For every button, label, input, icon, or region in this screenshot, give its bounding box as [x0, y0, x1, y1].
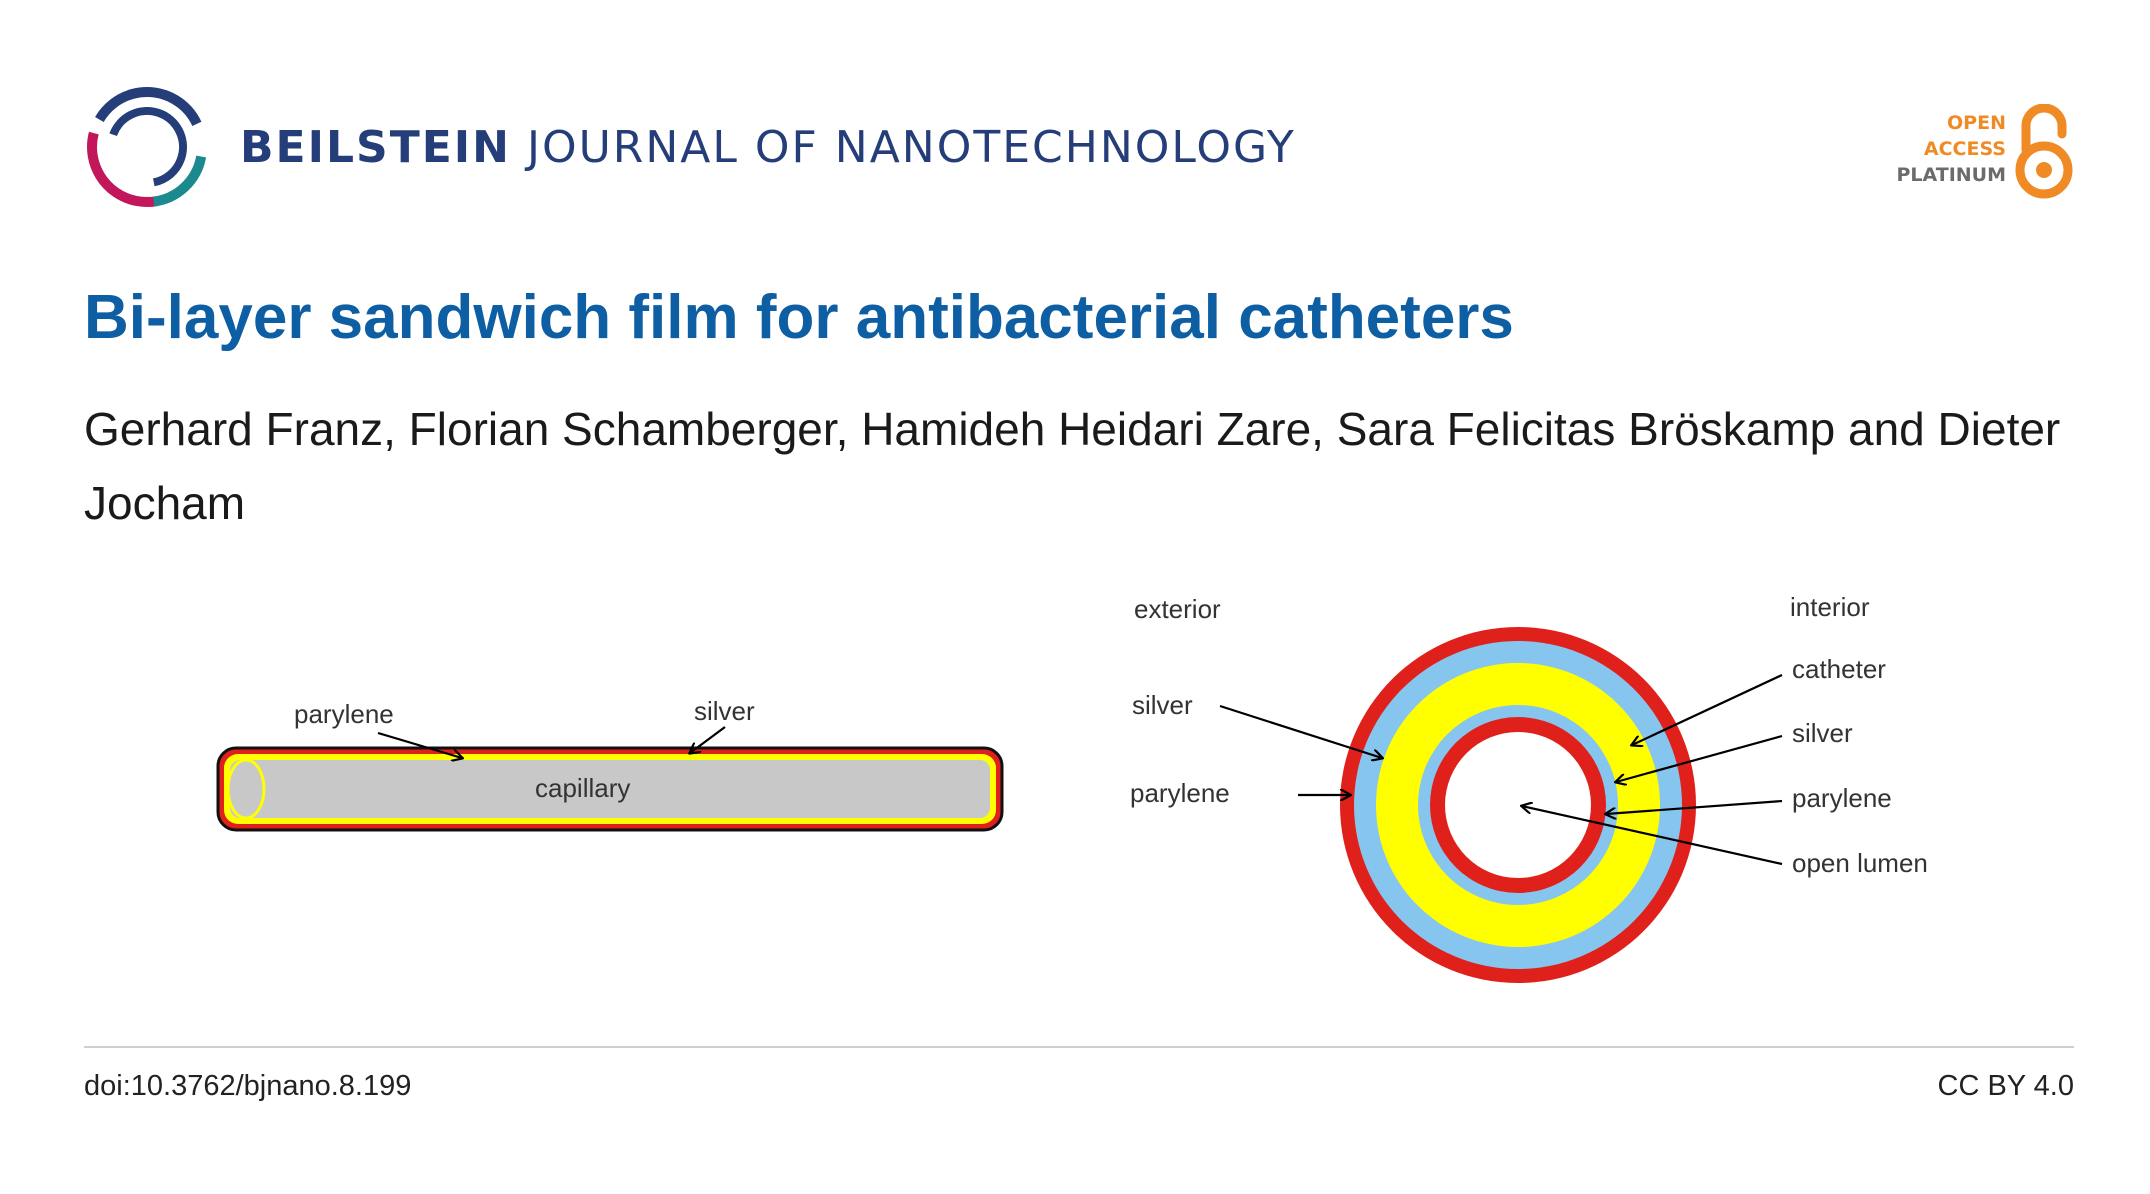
parylene-right-arrow: [1606, 799, 1783, 814]
graphical-abstract-figure: capillary parylene silver exterior inter…: [216, 592, 1928, 983]
article-title: Bi-layer sandwich film for antibacterial…: [84, 283, 1514, 352]
silver-left-arrow: [1219, 704, 1382, 758]
journal-name-rest: JOURNAL OF NANOTECHNOLOGY: [526, 122, 1296, 173]
journal-header: BEILSTEIN JOURNAL OF NANOTECHNOLOGY OPEN…: [84, 84, 2074, 214]
footer-divider: [84, 1046, 2074, 1048]
catheter-label: catheter: [1792, 654, 1886, 684]
silver-right-arrow: [1616, 734, 1783, 782]
capillary-silver-label: silver: [694, 696, 755, 726]
silver-left-label: silver: [1132, 690, 1193, 720]
capillary-diagram: capillary parylene silver: [216, 696, 1004, 832]
doi-text: doi:10.3762/bjnano.8.199: [84, 1070, 412, 1102]
beilstein-logo-icon: [87, 87, 207, 207]
parylene-right-label: parylene: [1792, 783, 1892, 813]
capillary-parylene-label: parylene: [294, 699, 394, 729]
capillary-body: [230, 760, 990, 818]
open-access-badge: OPEN ACCESS PLATINUM: [1884, 104, 2074, 204]
journal-name-bold: BEILSTEIN: [240, 122, 511, 173]
catheter-arrow: [1632, 674, 1783, 745]
capillary-label: capillary: [535, 773, 630, 803]
license-text: CC BY 4.0: [1937, 1070, 2074, 1102]
badge-line-open: OPEN: [1947, 112, 2006, 134]
journal-name: BEILSTEIN JOURNAL OF NANOTECHNOLOGY: [240, 122, 1296, 173]
open-lumen-arrow: [1522, 806, 1783, 866]
open-access-lock-icon: [2015, 104, 2073, 199]
capillary-parylene-arrow: [377, 731, 462, 758]
article-authors: Gerhard Franz, Florian Schamberger, Hami…: [84, 403, 2061, 529]
exterior-label: exterior: [1134, 594, 1221, 624]
capillary-silver-arrow: [690, 726, 726, 753]
silver-right-label: silver: [1792, 718, 1853, 748]
badge-line-platinum: PLATINUM: [1896, 164, 2006, 186]
badge-line-access: ACCESS: [1923, 138, 2006, 160]
capillary-end-ellipse: [226, 758, 266, 820]
cross-section-diagram: exterior interior silver parylene cathet…: [1130, 592, 1928, 983]
parylene-left-label: parylene: [1130, 778, 1230, 808]
interior-label: interior: [1790, 592, 1870, 622]
open-lumen: [1445, 732, 1591, 878]
open-lumen-label: open lumen: [1792, 848, 1928, 878]
